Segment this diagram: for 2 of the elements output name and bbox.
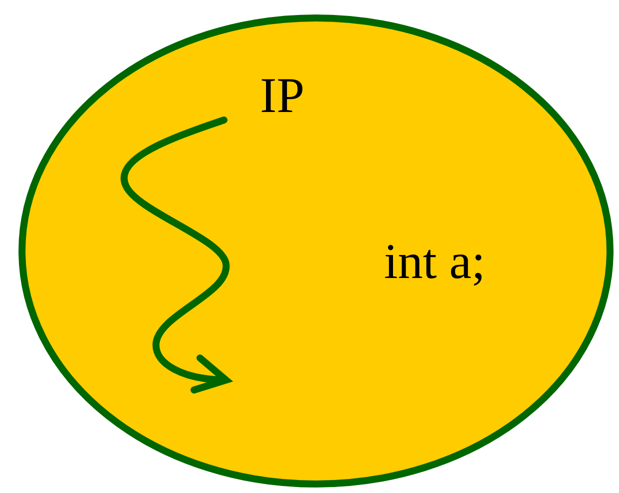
code-text: int a; (384, 236, 486, 286)
pointer-label: IP (260, 70, 304, 120)
